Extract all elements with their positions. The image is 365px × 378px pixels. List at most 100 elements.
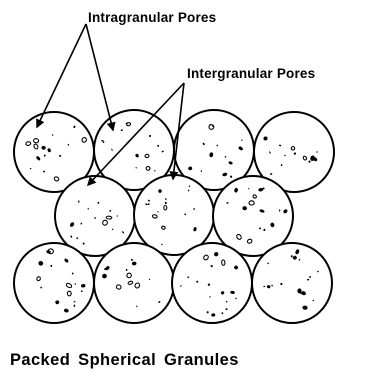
pore-speck <box>313 157 318 162</box>
pore-speck <box>131 261 137 266</box>
pore-speck <box>36 276 41 282</box>
pore-speck <box>290 255 293 258</box>
pore-speck <box>63 308 69 313</box>
granule <box>253 111 335 193</box>
pore-speck <box>144 153 150 159</box>
pore-speck <box>50 264 53 267</box>
pore-speck <box>220 291 225 295</box>
pore-speck <box>238 146 243 151</box>
pore-speck <box>157 144 160 147</box>
pore-speck <box>211 313 216 317</box>
intergranular-arrow-right <box>169 82 185 181</box>
pore-speck <box>297 288 302 294</box>
pore-speck <box>36 156 41 161</box>
pore-speck <box>248 188 250 190</box>
pore-speck <box>234 187 238 193</box>
pore-speck <box>164 201 167 205</box>
pore-speck <box>120 129 123 132</box>
pore-speck <box>259 209 265 213</box>
pore-speck <box>279 144 282 147</box>
pore-speck <box>148 278 151 281</box>
pore-speck <box>307 278 310 281</box>
pore-speck <box>101 139 104 142</box>
pore-speck <box>278 209 281 212</box>
pore-speck <box>214 252 219 257</box>
pore-speck <box>259 227 261 230</box>
pore-speck <box>200 170 203 172</box>
pore-speck <box>127 280 134 285</box>
pore-speck <box>111 228 114 231</box>
pore-speck <box>187 276 190 279</box>
pore-speck <box>136 305 138 308</box>
pore-speck <box>252 194 257 199</box>
pore-speck <box>111 148 113 151</box>
pore-speck <box>209 152 214 158</box>
pore-speck <box>53 176 60 182</box>
pore-speck <box>292 255 297 260</box>
intergranular-pores-label: Intergranular Pores <box>187 66 316 81</box>
pore-speck <box>147 203 150 206</box>
pore-speck <box>40 286 42 289</box>
pore-speck <box>116 215 118 217</box>
pore-speck <box>209 296 211 298</box>
pore-speck <box>70 235 73 238</box>
granule <box>133 174 215 256</box>
pore-speck <box>221 312 224 315</box>
pore-speck <box>73 304 76 307</box>
pore-speck <box>65 282 73 289</box>
pore-speck <box>38 260 44 266</box>
pore-speck <box>165 198 167 200</box>
granule <box>212 175 294 257</box>
pore-speck <box>236 233 242 240</box>
pore-speck <box>248 200 255 206</box>
pore-speck <box>73 300 76 303</box>
pore-speck <box>203 254 209 261</box>
pore-speck <box>226 202 229 204</box>
pore-speck <box>295 249 300 255</box>
pore-speck <box>163 204 168 211</box>
pore-speck <box>105 215 113 220</box>
pore-speck <box>81 137 87 143</box>
pore-speck <box>102 219 108 226</box>
pore-speck <box>145 165 151 171</box>
pore-speck <box>80 290 83 293</box>
pore-speck <box>130 259 134 261</box>
pore-speck <box>298 258 301 261</box>
pore-speck <box>242 206 247 211</box>
pore-speck <box>235 297 237 300</box>
pore-speck <box>67 143 70 146</box>
pore-speck <box>148 134 152 138</box>
pore-speck <box>202 142 205 146</box>
pore-speck <box>47 148 51 153</box>
pore-speck <box>234 265 239 270</box>
pore-speck <box>280 164 283 167</box>
pore-speck <box>230 175 233 178</box>
pore-speck <box>126 122 132 127</box>
pore-speck <box>225 308 228 311</box>
pore-speck <box>206 311 209 314</box>
pore-speck <box>71 272 74 275</box>
pore-speck <box>158 301 161 303</box>
pore-speck <box>241 139 243 141</box>
pore-speck <box>290 146 296 151</box>
pore-speck <box>102 273 107 279</box>
pore-speck <box>284 154 286 157</box>
granule <box>93 242 175 324</box>
pore-speck <box>41 145 46 150</box>
pore-speck <box>271 284 273 287</box>
pore-speck <box>135 167 137 169</box>
pore-speck <box>29 167 32 170</box>
pore-speck <box>82 242 85 245</box>
pore-speck <box>193 227 197 232</box>
pore-speck <box>78 200 80 203</box>
pore-speck <box>210 265 213 268</box>
pore-speck <box>246 238 253 244</box>
pore-speck <box>161 243 163 246</box>
pore-speck <box>161 225 166 230</box>
pore-speck <box>74 283 77 285</box>
pore-speck <box>105 266 110 271</box>
pore-speck <box>134 282 141 289</box>
pore-speck <box>280 282 283 286</box>
pore-speck <box>161 150 164 153</box>
